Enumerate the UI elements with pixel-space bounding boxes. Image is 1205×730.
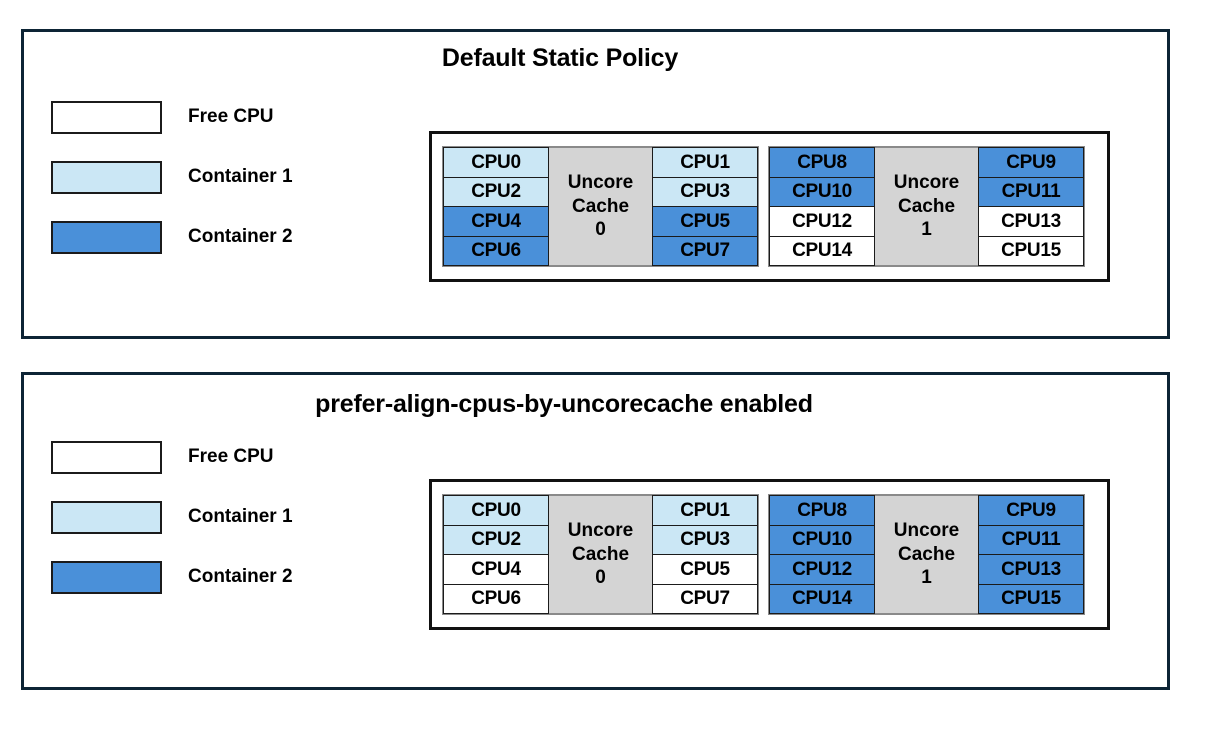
cpu-cell: CPU11 [978, 176, 1084, 207]
cpu-cell: CPU3 [652, 524, 758, 555]
cpu-column-left-group-1: CPU8 CPU10 CPU12 CPU14 [769, 147, 875, 266]
cpu-topology-diagram-default: CPU0 CPU2 CPU4 CPU6 Uncore Cache 0 CPU1 … [429, 131, 1110, 282]
uncore-cache-line-1: Uncore [567, 172, 634, 194]
legend-label-container-1: Container 1 [188, 506, 293, 527]
uncore-cache-line-1: Uncore [893, 172, 960, 194]
cpu-cell: CPU8 [769, 495, 875, 526]
cpu-cell: CPU0 [443, 147, 549, 178]
group-separator [759, 146, 768, 267]
uncore-cache-line-1: Uncore [893, 520, 960, 542]
cpu-cell: CPU14 [769, 583, 875, 614]
cpu-cell: CPU7 [652, 583, 758, 614]
uncore-cache-label-0: Uncore Cache 0 [549, 495, 652, 614]
legend-label-container-2: Container 2 [188, 226, 293, 247]
uncore-cache-label-1: Uncore Cache 1 [875, 495, 978, 614]
cpu-cell: CPU9 [978, 147, 1084, 178]
legend-label-free-cpu: Free CPU [188, 446, 274, 467]
uncore-cache-group-1: CPU8 CPU10 CPU12 CPU14 Uncore Cache 1 CP… [768, 146, 1085, 267]
cpu-cell: CPU12 [769, 206, 875, 237]
cpu-cell: CPU10 [769, 524, 875, 555]
cpu-cell: CPU14 [769, 235, 875, 266]
cpu-cell: CPU1 [652, 147, 758, 178]
legend-swatch-free-cpu [51, 101, 162, 134]
uncore-cache-index: 1 [921, 219, 932, 241]
cpu-column-left-group-1: CPU8 CPU10 CPU12 CPU14 [769, 495, 875, 614]
legend-swatch-container-2 [51, 561, 162, 594]
page-title-prefer-align-cpus-by-uncorecache: prefer-align-cpus-by-uncorecache enabled [315, 390, 813, 418]
legend-label-container-1: Container 1 [188, 166, 293, 187]
uncore-cache-label-0: Uncore Cache 0 [549, 147, 652, 266]
cpu-cell: CPU2 [443, 524, 549, 555]
cpu-cell: CPU6 [443, 583, 549, 614]
group-separator [759, 494, 768, 615]
uncore-cache-line-2: Cache [571, 195, 630, 217]
cpu-cell: CPU9 [978, 495, 1084, 526]
legend-swatch-free-cpu [51, 441, 162, 474]
uncore-cache-line-2: Cache [897, 543, 956, 565]
cpu-column-right-group-1: CPU9 CPU11 CPU13 CPU15 [978, 495, 1084, 614]
legend-swatch-container-1 [51, 161, 162, 194]
uncore-cache-group-0: CPU0 CPU2 CPU4 CPU6 Uncore Cache 0 CPU1 … [442, 146, 759, 267]
uncore-cache-line-1: Uncore [567, 520, 634, 542]
legend-label-free-cpu: Free CPU [188, 106, 274, 127]
uncore-cache-line-2: Cache [897, 195, 956, 217]
cpu-cell: CPU1 [652, 495, 758, 526]
cpu-cell: CPU3 [652, 176, 758, 207]
cpu-column-right-group-0: CPU1 CPU3 CPU5 CPU7 [652, 147, 758, 266]
cpu-cell: CPU13 [978, 206, 1084, 237]
cpu-cell: CPU10 [769, 176, 875, 207]
cpu-cell: CPU15 [978, 583, 1084, 614]
uncore-cache-group-0: CPU0 CPU2 CPU4 CPU6 Uncore Cache 0 CPU1 … [442, 494, 759, 615]
uncore-cache-line-2: Cache [571, 543, 630, 565]
cpu-cell: CPU15 [978, 235, 1084, 266]
uncore-cache-index: 0 [595, 219, 606, 241]
cpu-column-right-group-1: CPU9 CPU11 CPU13 CPU15 [978, 147, 1084, 266]
cpu-column-left-group-0: CPU0 CPU2 CPU4 CPU6 [443, 495, 549, 614]
uncore-cache-index: 0 [595, 567, 606, 589]
uncore-cache-index: 1 [921, 567, 932, 589]
cpu-cell: CPU4 [443, 554, 549, 585]
cpu-column-right-group-0: CPU1 CPU3 CPU5 CPU7 [652, 495, 758, 614]
legend-swatch-container-2 [51, 221, 162, 254]
cpu-cell: CPU6 [443, 235, 549, 266]
legend-label-container-2: Container 2 [188, 566, 293, 587]
page-title-default-static-policy: Default Static Policy [441, 44, 679, 72]
cpu-cell: CPU4 [443, 206, 549, 237]
cpu-cell: CPU13 [978, 554, 1084, 585]
uncore-cache-label-1: Uncore Cache 1 [875, 147, 978, 266]
legend-swatch-container-1 [51, 501, 162, 534]
cpu-column-left-group-0: CPU0 CPU2 CPU4 CPU6 [443, 147, 549, 266]
cpu-cell: CPU12 [769, 554, 875, 585]
cpu-cell: CPU8 [769, 147, 875, 178]
uncore-cache-group-1: CPU8 CPU10 CPU12 CPU14 Uncore Cache 1 CP… [768, 494, 1085, 615]
cpu-topology-diagram-prefer-align: CPU0 CPU2 CPU4 CPU6 Uncore Cache 0 CPU1 … [429, 479, 1110, 630]
cpu-cell: CPU2 [443, 176, 549, 207]
cpu-cell: CPU5 [652, 206, 758, 237]
cpu-cell: CPU0 [443, 495, 549, 526]
cpu-cell: CPU11 [978, 524, 1084, 555]
cpu-cell: CPU5 [652, 554, 758, 585]
cpu-cell: CPU7 [652, 235, 758, 266]
